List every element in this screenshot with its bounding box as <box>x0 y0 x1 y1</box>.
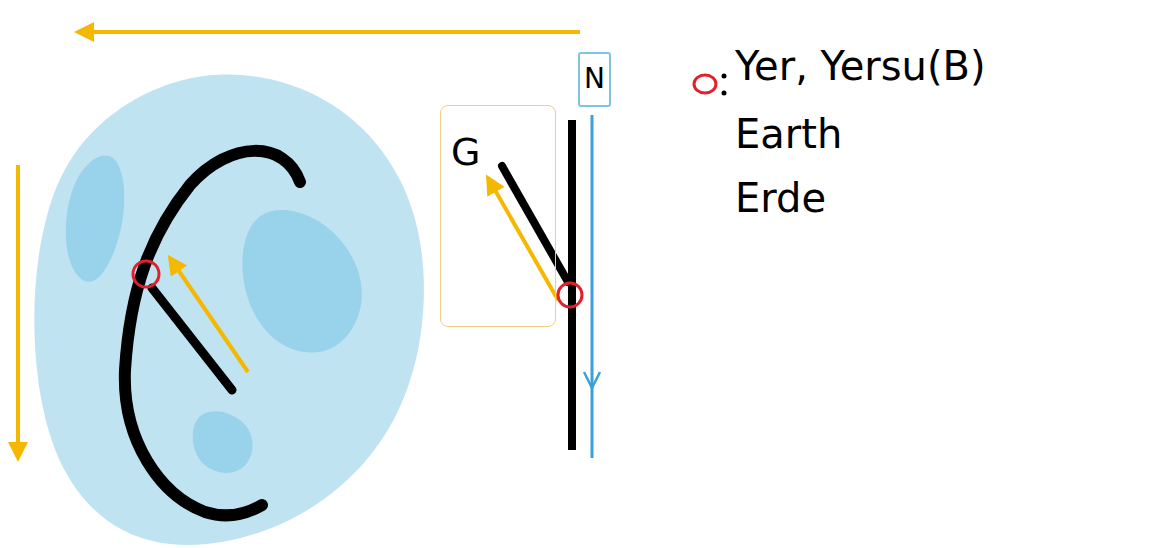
earth-blob-patch <box>242 210 361 352</box>
earth-blob-patch <box>193 411 253 473</box>
earth-blob-patch <box>66 155 125 281</box>
point-marker <box>558 283 582 307</box>
colon-dot <box>722 74 727 79</box>
note-text: Erde <box>735 176 826 220</box>
north-arrowhead <box>584 372 600 388</box>
orbit-arc <box>125 151 300 515</box>
earth-blob <box>34 74 424 545</box>
legend-symbol <box>694 75 716 93</box>
note-text: Earth <box>735 112 842 156</box>
north-box: N <box>578 52 611 107</box>
earth-blob <box>34 74 424 545</box>
node-text: G <box>451 132 480 174</box>
radius-line <box>152 288 232 390</box>
node-text: N <box>584 64 605 95</box>
rotation-arrow <box>78 30 580 34</box>
note-text: Yer, Yersu(B) <box>735 44 986 88</box>
point-marker <box>133 261 159 287</box>
tilt-box: G <box>440 105 556 327</box>
vector-arrow <box>488 178 558 300</box>
rotation-arrow <box>16 165 20 458</box>
north-line <box>591 115 594 458</box>
vector-arrow <box>170 258 248 372</box>
tilt-line <box>502 166 568 282</box>
colon-dot <box>722 91 727 96</box>
